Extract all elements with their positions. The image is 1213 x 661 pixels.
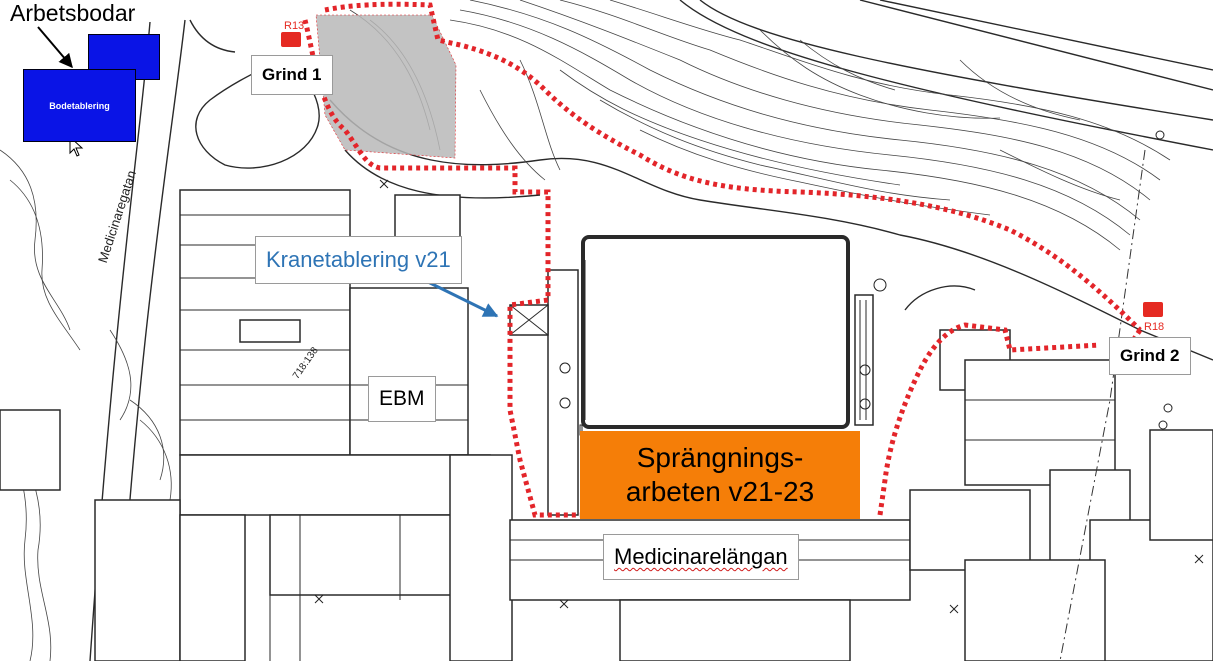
- fire-hydrant-sign-icon: [1143, 302, 1163, 317]
- blasting-line-2: arbeten v21-23: [625, 476, 815, 507]
- grind-1-label: Grind 1: [251, 55, 333, 95]
- road-lines: [89, 0, 1213, 661]
- fire-hydrant-sign-icon: [281, 32, 301, 47]
- site-hut-large: Bodetablering: [23, 69, 136, 142]
- buildings: [0, 189, 1213, 661]
- blue-arrow-icon: [427, 280, 499, 318]
- medicinarelangan-label: Medicinarelängan: [603, 534, 799, 580]
- roundabout: [195, 64, 976, 311]
- bode-label: Bodetablering: [49, 100, 110, 111]
- blasting-area-label: Sprängnings- arbeten v21-23: [580, 431, 860, 519]
- fire-code-label: R13: [284, 20, 305, 32]
- survey-line: [1059, 149, 1146, 661]
- kranetablering-label: Kranetablering v21: [255, 236, 462, 284]
- ebm-label: EBM: [368, 376, 436, 422]
- map-symbols: [314, 130, 1204, 614]
- medicinarelangan-text: Medicinarelängan: [614, 544, 788, 569]
- arbetsbodar-label: Arbetsbodar: [10, 0, 136, 26]
- fire-code-label: R18: [1144, 321, 1165, 333]
- blasting-line-1: Sprängnings-: [636, 442, 804, 473]
- grind-2-label: Grind 2: [1109, 337, 1191, 375]
- black-arrow-icon: [37, 26, 73, 69]
